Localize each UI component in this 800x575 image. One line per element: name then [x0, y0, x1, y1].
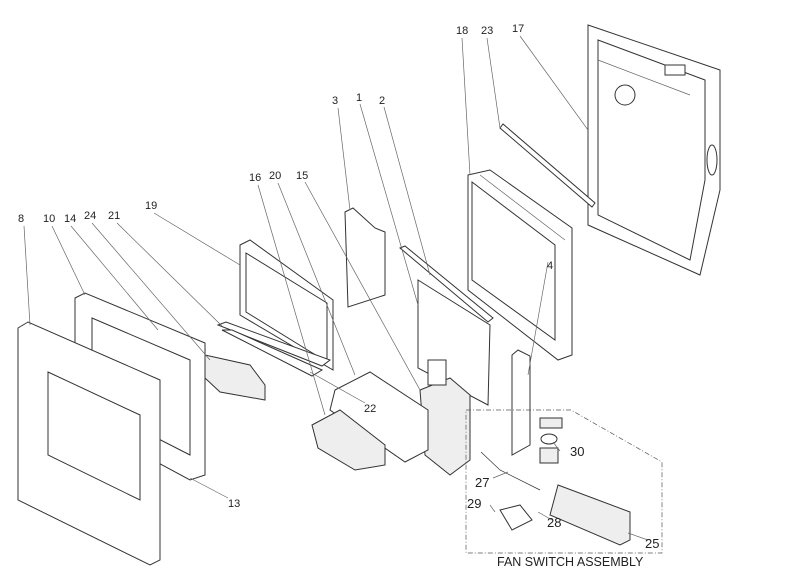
- part-4-panel: [511, 349, 531, 456]
- part-20-tray: [329, 371, 429, 463]
- part-16-logs: [311, 409, 386, 471]
- label-14: 14: [64, 213, 76, 225]
- label-28: 28: [547, 515, 561, 530]
- part-18-liner: [467, 169, 573, 361]
- label-23: 23: [481, 25, 493, 37]
- part-8-front-panel: [17, 321, 161, 566]
- label-27: 27: [475, 475, 489, 490]
- label-29: 29: [467, 496, 481, 511]
- label-21: 21: [108, 210, 120, 222]
- part-19-frame: [239, 239, 334, 371]
- part-22-bar: [221, 329, 324, 377]
- label-15: 15: [296, 170, 308, 182]
- part-heatsink: [539, 447, 559, 464]
- leader-lines: [23, 35, 589, 499]
- label-19: 19: [145, 200, 157, 212]
- label-2: 2: [379, 95, 385, 107]
- label-22: 22: [364, 403, 376, 415]
- part-21-bar: [216, 321, 332, 367]
- part-30-switch: [540, 433, 558, 445]
- part-3-panel: [344, 207, 386, 308]
- label-4: 4: [547, 260, 553, 272]
- label-18: 18: [456, 25, 468, 37]
- label-10: 10: [43, 213, 55, 225]
- label-30: 30: [570, 444, 584, 459]
- part-number-labels: 18 23 17 3 1 2 16 20 15 19 8 10 14 24 21…: [18, 23, 659, 569]
- inset-caption: FAN SWITCH ASSEMBLY: [497, 555, 644, 569]
- part-24-blower: [204, 354, 266, 401]
- label-17: 17: [512, 23, 524, 35]
- label-16: 16: [249, 172, 261, 184]
- label-25: 25: [645, 536, 659, 551]
- part-25-fan: [549, 484, 631, 546]
- label-13: 13: [228, 498, 240, 510]
- label-8: 8: [18, 213, 24, 225]
- part-2-bar: [399, 245, 494, 323]
- part-15-burner: [419, 359, 471, 476]
- part-17-firebox: [587, 24, 721, 276]
- label-20: 20: [269, 170, 281, 182]
- fan-switch-assembly-inset: [465, 409, 663, 554]
- label-24: 24: [84, 210, 96, 222]
- part-23-strip: [499, 123, 596, 208]
- label-1: 1: [356, 92, 362, 104]
- label-3: 3: [332, 95, 338, 107]
- part-28-bracket: [499, 504, 533, 531]
- part-switch-plate: [539, 417, 563, 429]
